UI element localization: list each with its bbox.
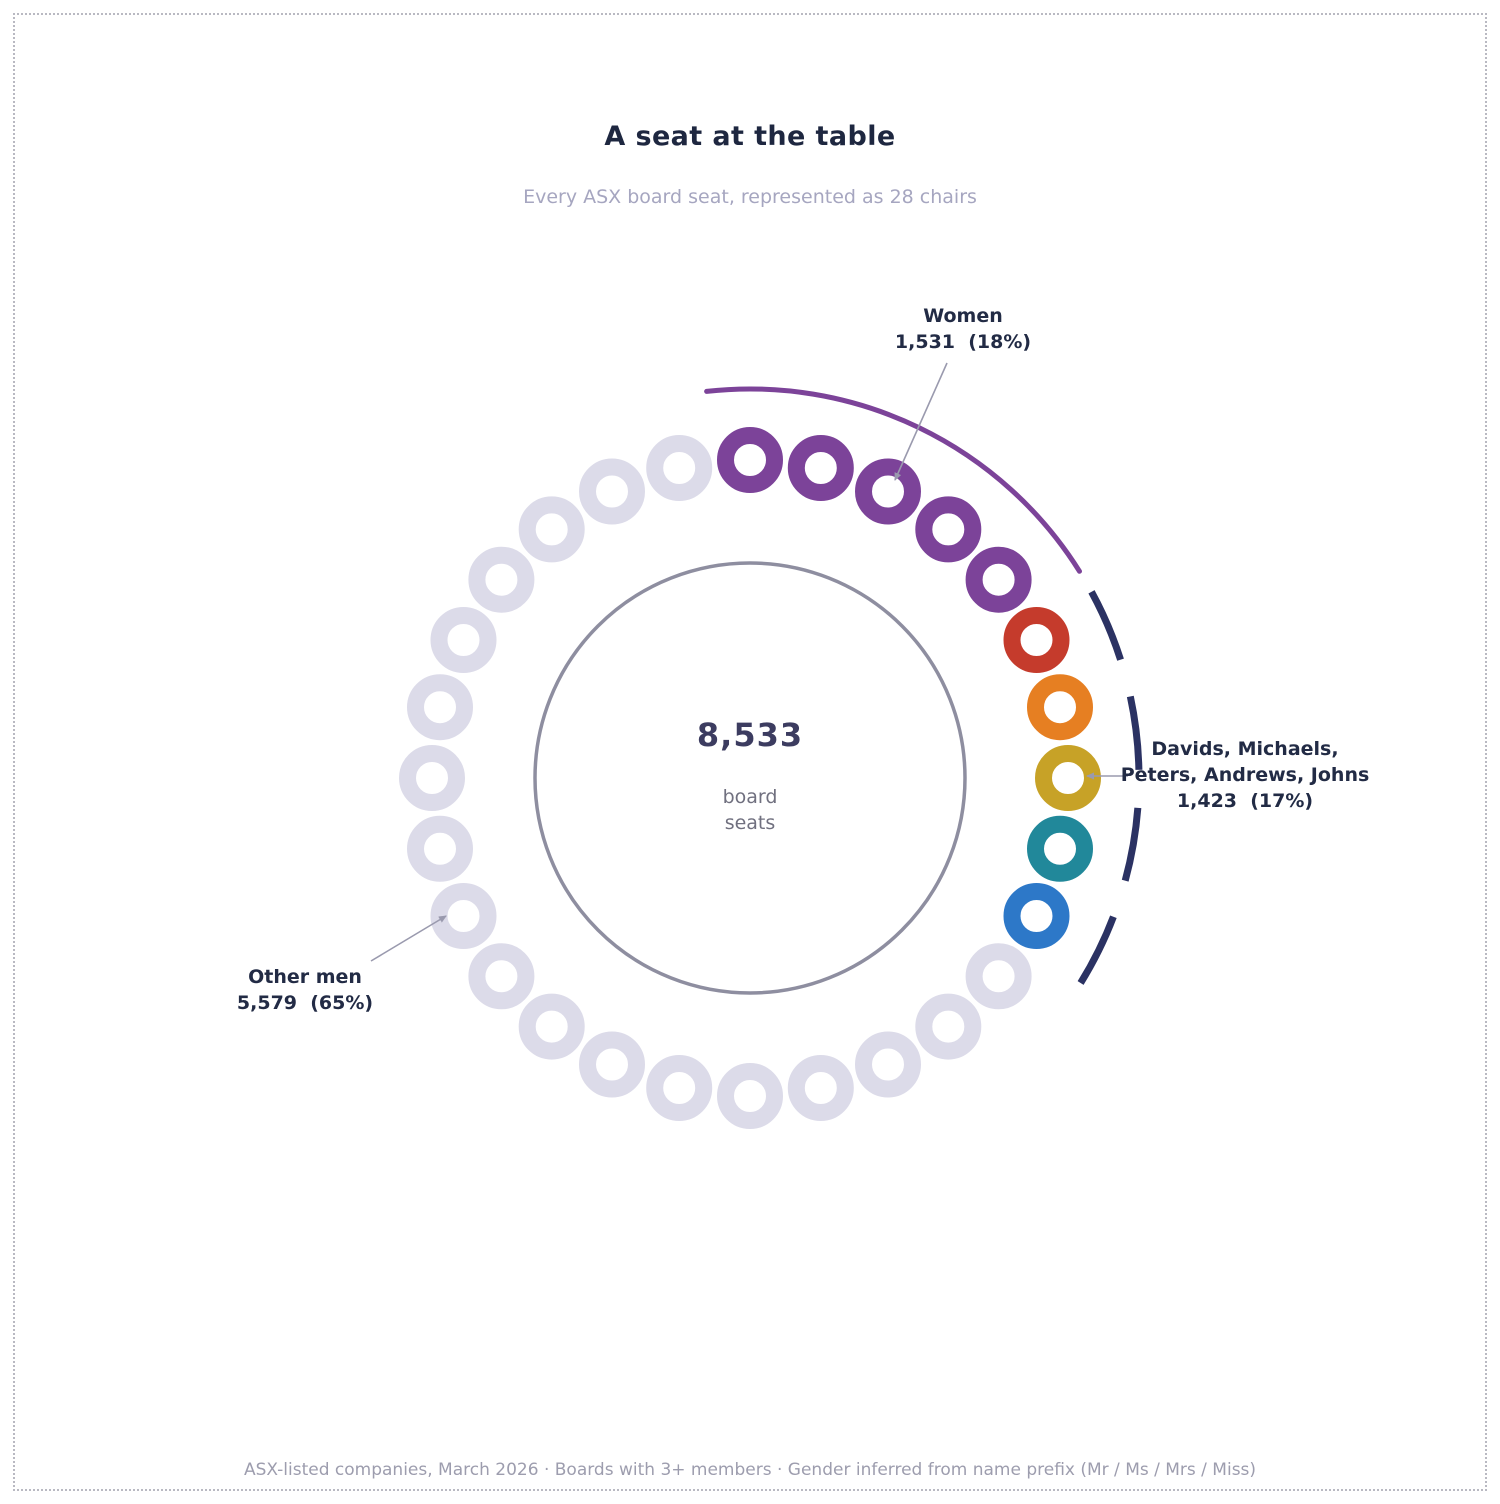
annotation-other-men-stat: 5,579 (65%) [236,992,374,1014]
chart-title: A seat at the table [604,121,896,152]
annotation-women-label: Women [923,305,1003,327]
chair-14 [787,1055,854,1121]
chair-2 [787,435,854,501]
chair-6 [1003,607,1070,673]
other-men-leader-line [370,915,447,962]
chair-19 [468,943,535,1010]
total-seats-value: 8,533 [696,716,804,754]
chair-16 [646,1055,713,1121]
table-circle [533,561,967,995]
chair-17 [579,1031,645,1098]
annotation-other-men-label: Other men [248,966,362,988]
chair-3 [855,458,921,525]
annotation-named-men-label-line2: Peters, Andrews, Johns [1120,764,1370,786]
annotation-women: Women 1,531 (18%) [895,303,1031,355]
chair-18 [518,993,585,1060]
center-total: 8,533 board seats [0,716,1500,836]
chair-15 [717,1063,783,1129]
chair-11 [965,943,1032,1010]
annotation-named-men: Davids, Michaels, Peters, Andrews, Johns… [1121,736,1370,814]
chart-subtitle: Every ASX board seat, represented as 28 … [523,186,977,208]
chair-7 [1027,674,1093,741]
chair-27 [579,458,645,525]
named-men-arc [1075,590,1143,988]
annotation-named-men-label-line1: Davids, Michaels, [1151,738,1339,760]
chair-13 [855,1031,921,1098]
annotation-named-men-stat: 1,423 (17%) [1176,790,1314,812]
total-seats-caption-line1: board [722,786,778,808]
chair-9 [1027,815,1093,882]
chair-5 [965,546,1032,613]
chair-22 [399,745,465,811]
chair-25 [468,546,535,613]
chair-20 [430,883,497,949]
chair-21 [407,815,473,882]
chair-28 [646,435,713,501]
annotation-women-stat: 1,531 (18%) [894,331,1032,353]
total-seats-caption-line2: seats [724,812,776,834]
chair-10 [1003,883,1070,949]
chair-24 [430,607,497,673]
annotation-other-men: Other men 5,579 (65%) [237,964,373,1016]
footnote: ASX-listed companies, March 2026 · Board… [243,1460,1257,1480]
chair-26 [518,496,585,563]
chair-4 [915,496,982,563]
chair-23 [407,674,473,741]
chair-1 [717,427,783,493]
women-leader-line [894,362,948,481]
chair-12 [915,993,982,1060]
